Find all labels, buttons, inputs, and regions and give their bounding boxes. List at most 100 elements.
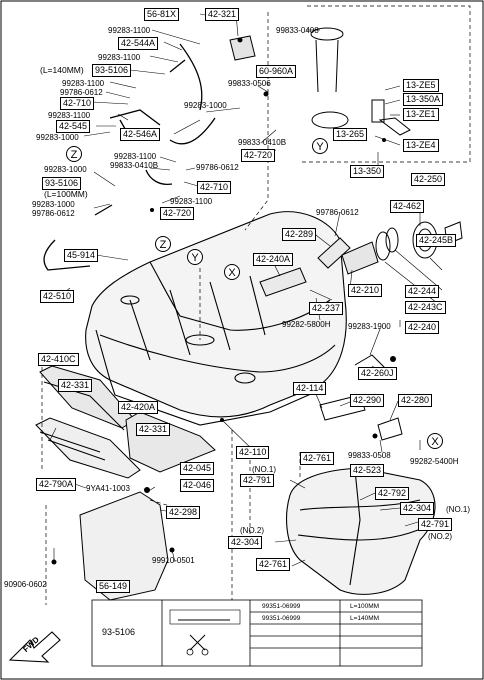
label-99786-0612-a: 99786-0612 [60, 88, 103, 97]
label-42-244: 42-244 [405, 285, 440, 298]
label-42-280: 42-280 [398, 394, 433, 407]
callout-z-tank: Z [155, 236, 171, 252]
label-42-410c: 42-410C [38, 353, 79, 366]
label-no2-b: (NO.2) [428, 532, 452, 541]
label-99283-1000-c: 99283-1000 [44, 165, 87, 174]
label-42-237: 42-237 [309, 302, 344, 315]
label-42-045: 42-045 [180, 462, 215, 475]
label-42-304-a: 42-304 [400, 502, 435, 515]
label-99786-0612-d: 99786-0612 [316, 208, 359, 217]
label-42-791-a: 42-791 [240, 474, 275, 487]
label-42-304-b: 42-304 [228, 536, 263, 549]
label-99283-1100-a: 99283-1100 [108, 26, 151, 35]
label-99283-1100-e: 99283-1100 [114, 152, 157, 161]
table-part-number: 93-5106 [102, 627, 136, 637]
label-42-523: 42-523 [350, 464, 385, 477]
callout-y-tank: Y [187, 249, 203, 265]
label-42-210: 42-210 [348, 284, 383, 297]
lower-tank-drawing [286, 467, 436, 595]
label-l100: (L=100MM) [44, 189, 88, 199]
fuel-pump-assembly [229, 27, 411, 136]
label-99786-0612-b: 99786-0612 [196, 163, 239, 172]
callout-x-left: X [224, 264, 240, 280]
label-42-243c: 42-243C [405, 301, 446, 314]
label-42-114: 42-114 [293, 382, 327, 395]
label-93-5106-b: 93-5106 [42, 177, 82, 190]
label-42-250: 42-250 [411, 173, 446, 186]
label-13-ze4: 13-ZE4 [403, 139, 439, 152]
label-45-914: 45-914 [64, 249, 99, 262]
label-42-298: 42-298 [166, 506, 201, 519]
table-row-2-code: 99351-06999 [262, 615, 301, 622]
label-42-240: 42-240 [405, 321, 440, 334]
table-row-1-length: L=100MM [350, 603, 380, 610]
label-99833-0508: 99833-0508 [348, 451, 391, 460]
dashed-reference-lines [41, 5, 471, 605]
label-42-720-b: 42-720 [160, 207, 195, 220]
label-99833-0506: 99833-0506 [228, 79, 271, 88]
label-42-240a: 42-240A [253, 253, 294, 266]
label-99282-5800h: 99282-5800H [282, 320, 331, 329]
label-99283-1000-d: 99283-1000 [32, 200, 75, 209]
label-99282-5400h: 99282-5400H [410, 457, 459, 466]
fastener-marks [51, 37, 396, 565]
callout-x-right: X [427, 433, 443, 449]
label-no1-a: (NO.1) [252, 465, 276, 474]
label-42-544a: 42-544A [118, 37, 159, 50]
label-60-960a: 60-960A [256, 65, 297, 78]
label-13-ze1: 13-ZE1 [403, 108, 439, 121]
label-13-ze5: 13-ZE5 [403, 79, 439, 92]
label-90906-0602: 90906-0602 [4, 580, 47, 589]
label-56-149: 56-149 [96, 580, 131, 593]
label-99833-0408: 99833-0408 [276, 26, 319, 35]
label-42-321: 42-321 [205, 8, 240, 21]
part-table-grid [91, 599, 423, 667]
label-13-350: 13-350 [350, 165, 385, 178]
fwd-arrow [8, 631, 61, 663]
label-42-790a: 42-790A [36, 478, 77, 491]
label-42-420a: 42-420A [118, 401, 159, 414]
label-99283-1100-b: 99283-1100 [98, 53, 141, 62]
label-93-5106-a: 93-5106 [92, 64, 132, 77]
label-42-761-a: 42-761 [300, 452, 335, 465]
label-99910-0501: 99910-0501 [152, 556, 195, 565]
label-42-720-a: 42-720 [241, 149, 276, 162]
label-99283-1100-f: 99283-1100 [170, 197, 213, 206]
label-99833-0410b-b: 99833-0410B [110, 161, 159, 170]
label-42-331-b: 42-331 [136, 423, 171, 436]
label-42-710-a: 42-710 [60, 97, 95, 110]
label-13-350a: 13-350A [403, 93, 444, 106]
label-42-260j: 42-260J [358, 367, 397, 380]
label-42-545: 42-545 [56, 120, 91, 133]
label-42-761-b: 42-761 [256, 558, 291, 571]
label-99283-1000-b: 99283-1000 [184, 101, 227, 110]
label-42-289: 42-289 [282, 228, 317, 241]
label-42-510: 42-510 [40, 290, 75, 303]
label-56-81x: 56-81X [144, 8, 180, 21]
label-42-331-a: 42-331 [58, 379, 93, 392]
table-row-1-code: 99351-06999 [262, 603, 301, 610]
label-9ya41-1003: 9YA41-1003 [86, 484, 130, 493]
label-42-462: 42-462 [390, 200, 425, 213]
table-row-2-length: L=140MM [350, 615, 380, 622]
label-99283-1900: 99283-1900 [348, 322, 391, 331]
label-99833-0410b-a: 99833-0410B [238, 138, 287, 147]
callout-y-top: Y [312, 138, 328, 154]
label-13-265: 13-265 [333, 128, 368, 141]
label-42-110: 42-110 [236, 446, 270, 459]
callout-z-top: Z [66, 146, 82, 162]
label-42-290: 42-290 [350, 394, 385, 407]
heat-shield-42-298 [79, 491, 169, 601]
label-42-792: 42-792 [375, 487, 410, 500]
label-99283-1100-c: 99283-1100 [62, 79, 105, 88]
label-42-791-b: 42-791 [418, 518, 453, 531]
label-99786-0612-c: 99786-0612 [32, 209, 75, 218]
label-42-046: 42-046 [180, 479, 215, 492]
label-42-546a: 42-546A [120, 128, 161, 141]
label-42-245b: 42-245B [416, 234, 457, 247]
label-no1-b: (NO.1) [446, 505, 470, 514]
label-42-710-b: 42-710 [197, 181, 232, 194]
label-99283-1100-d: 99283-1100 [48, 111, 91, 120]
label-99283-1000-a: 99283-1000 [36, 133, 79, 142]
